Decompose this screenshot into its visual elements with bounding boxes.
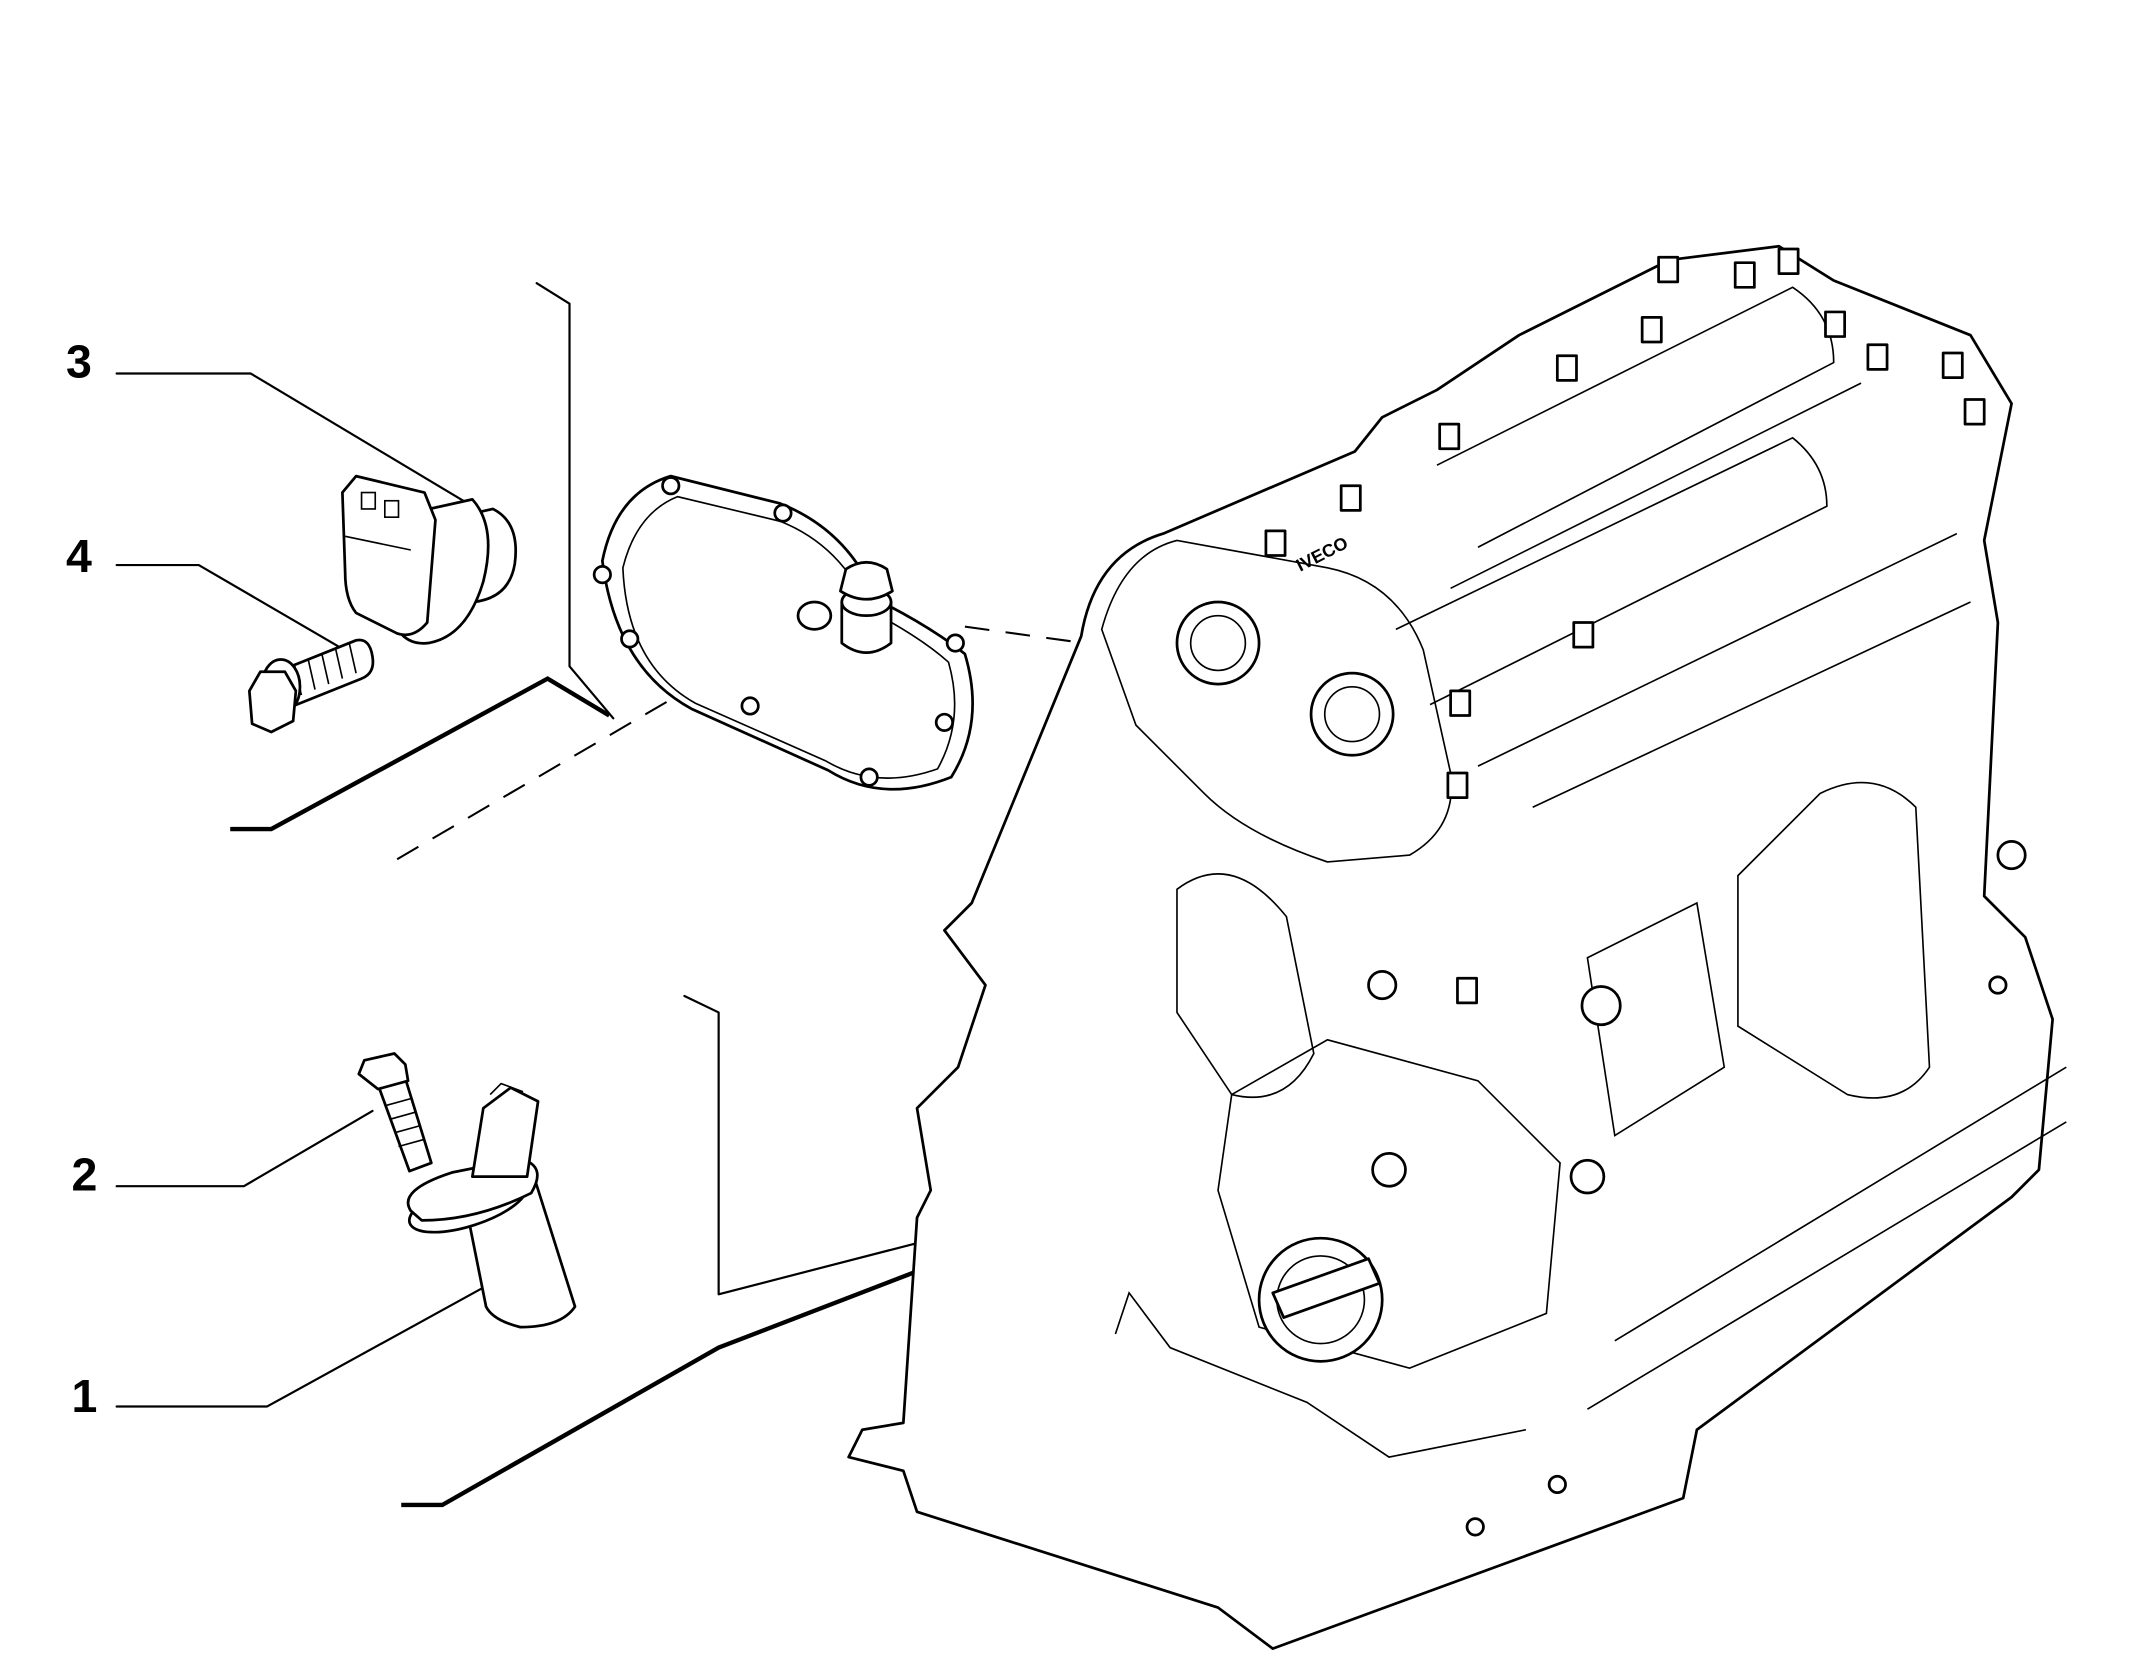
leader-lines xyxy=(115,372,488,1408)
callout-label-2: 2 xyxy=(72,1148,98,1200)
leader-line-4 xyxy=(115,563,341,649)
callout-label-4: 4 xyxy=(66,530,92,582)
leader-line-2 xyxy=(115,1109,374,1188)
timing-cover-part xyxy=(592,474,974,791)
leader-line-3 xyxy=(115,372,474,508)
callout-label-3: 3 xyxy=(66,336,92,388)
engine-block-part: IVECO xyxy=(847,244,2067,1651)
upper-bracket xyxy=(535,282,615,720)
leader-line-1 xyxy=(115,1284,488,1408)
callout-label-1: 1 xyxy=(72,1370,98,1422)
crank-sensor-part xyxy=(406,1082,577,1329)
sensor-bolt-part xyxy=(357,1052,433,1173)
cover-assembly-axis xyxy=(964,625,1085,645)
upper-bracket-base xyxy=(230,676,611,832)
camshaft-sensor-part xyxy=(341,474,517,645)
flange-bolt-part xyxy=(247,638,375,734)
